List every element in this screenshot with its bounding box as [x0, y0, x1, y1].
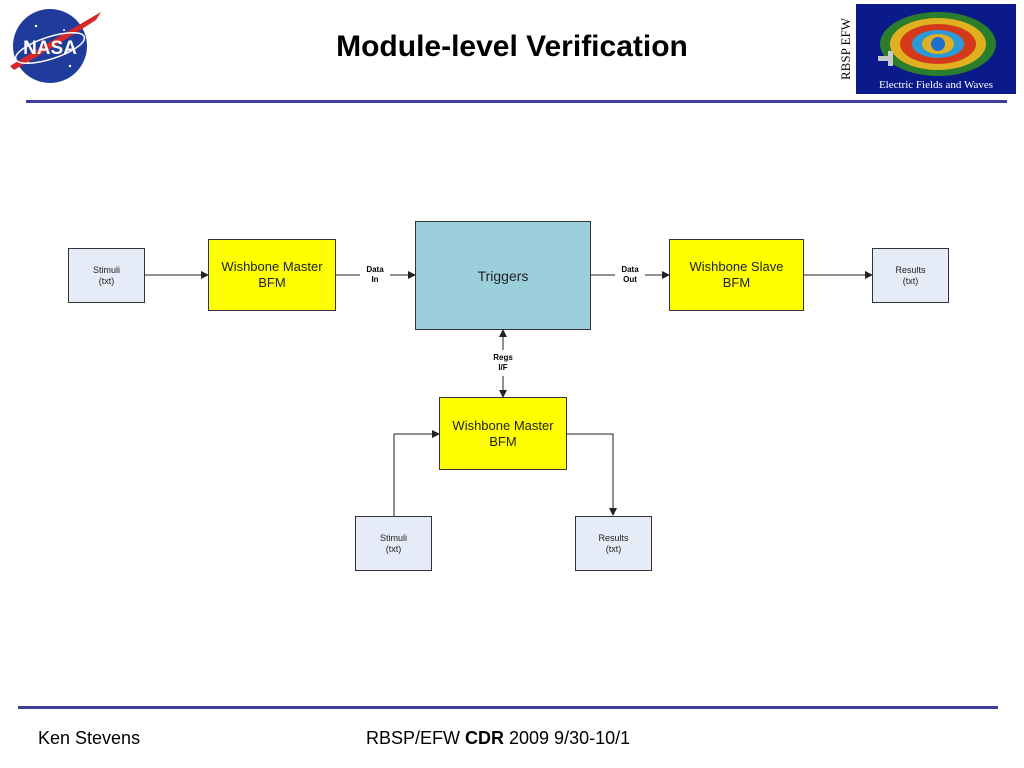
wishbone-slave-bfm: Wishbone Slave BFM [669, 239, 804, 311]
header-rule [26, 100, 1007, 103]
efw-logo-side-band: RBSP EFW [836, 4, 856, 94]
stimuli-top-format: (txt) [98, 275, 115, 286]
data-in-line2: In [371, 275, 379, 284]
master-top-label: Wishbone Master [221, 259, 323, 274]
stimuli-file-bottom: Stimuli (txt) [355, 516, 432, 571]
data-out-label: Data Out [615, 265, 645, 285]
stimuli-file-top: Stimuli (txt) [68, 248, 145, 303]
slave-label: Wishbone Slave [689, 259, 784, 274]
data-in-line1: Data [366, 265, 384, 274]
stimuli-top-label: Stimuli [92, 264, 120, 275]
results-top-label: Results [895, 264, 926, 275]
regs-line1: Regs [493, 353, 513, 362]
wishbone-master-bfm-bottom: Wishbone Master BFM [439, 397, 567, 470]
footer-author: Ken Stevens [38, 728, 141, 748]
master-top-sublabel: BFM [258, 275, 286, 290]
wishbone-master-bfm-top: Wishbone Master BFM [208, 239, 336, 311]
master-bottom-sublabel: BFM [489, 433, 517, 449]
data-in-label: Data In [360, 265, 390, 285]
footer-event: RBSP/EFW CDR 2009 9/30-10/1 [366, 728, 630, 749]
results-bottom-format: (txt) [605, 543, 622, 554]
footer-rule [18, 706, 998, 709]
triggers-label: Triggers [477, 268, 529, 284]
slave-sublabel: BFM [722, 275, 751, 290]
results-file-bottom: Results (txt) [575, 516, 652, 571]
results-file-top: Results (txt) [872, 248, 949, 303]
footer-event-prefix: RBSP/EFW [366, 728, 466, 748]
arrow-stimuli-bottom-to-master [393, 430, 440, 516]
arrow-master-bottom-to-results [567, 433, 617, 516]
results-top-format: (txt) [902, 275, 919, 286]
nasa-logo: NASA [6, 4, 102, 84]
regs-if-label: Regs I/F [488, 353, 518, 373]
rbsp-efw-logo: RBSP EFW Electric Fields and Waves [836, 4, 1016, 94]
nasa-logo-text: NASA [23, 38, 77, 59]
page-title: Module-level Verification [336, 30, 688, 63]
stimuli-bottom-format: (txt) [385, 543, 402, 554]
master-bottom-label: Wishbone Master [452, 417, 554, 433]
efw-logo-caption: Electric Fields and Waves [878, 79, 994, 91]
footer-event-bold: CDR [465, 728, 505, 748]
satellite-icon [878, 51, 893, 66]
footer-event-suffix: 2009 9/30-10/1 [504, 728, 631, 748]
data-out-line2: Out [623, 275, 637, 284]
results-bottom-label: Results [598, 532, 629, 543]
stimuli-bottom-label: Stimuli [379, 532, 407, 543]
regs-line2: I/F [498, 363, 508, 372]
triggers-module: Triggers [415, 221, 591, 330]
data-out-line1: Data [621, 265, 639, 274]
